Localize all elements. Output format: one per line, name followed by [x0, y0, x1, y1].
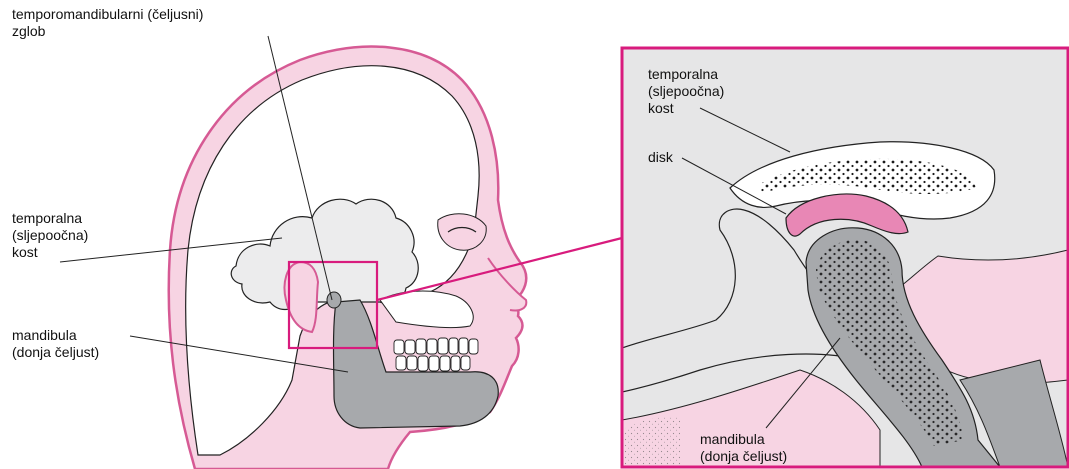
- label-mandible: mandibula (donja čeljust): [12, 327, 99, 361]
- label-inset-mandible: mandibula (donja čeljust): [700, 431, 787, 465]
- mandibular-condyle: [327, 292, 341, 308]
- head-figure: [169, 47, 527, 469]
- label-temporal-bone: temporalna (sljepoočna) kost: [12, 210, 88, 261]
- label-tmj: temporomandibularni (čeljusni) zglob: [12, 6, 203, 40]
- label-inset-disk: disk: [648, 149, 673, 166]
- label-inset-temporal: temporalna (sljepoočna) kost: [648, 66, 724, 117]
